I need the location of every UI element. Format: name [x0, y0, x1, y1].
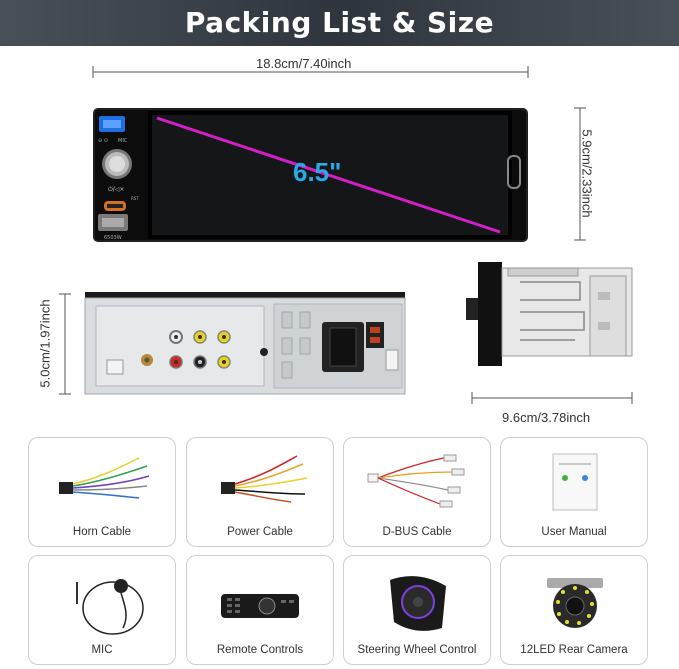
- accessory-label: Steering Wheel Control: [357, 644, 477, 656]
- svg-text:⊖ ⊙: ⊖ ⊙: [98, 138, 108, 144]
- header-banner: [0, 0, 679, 46]
- accessory-label: MIC: [91, 644, 113, 656]
- head-unit-side: [466, 262, 633, 366]
- accessory-card-remote-controls: Remote Controls: [186, 555, 334, 665]
- front-height-dimension-line: [574, 107, 586, 241]
- head-unit-back: [84, 292, 406, 395]
- horn-cable-icon: [59, 457, 150, 499]
- accessory-label: Horn Cable: [72, 526, 132, 538]
- accessory-card-user-manual: User Manual: [500, 437, 648, 547]
- accessory-card-horn-cable: Horn Cable: [28, 437, 176, 547]
- depth-label: 9.6cm/3.78inch: [502, 410, 591, 425]
- page-title: Packing List & Size: [184, 6, 495, 39]
- accessory-label: D-BUS Cable: [382, 526, 452, 538]
- svg-text:MIC: MIC: [118, 138, 128, 144]
- back-height-dimension-line: [59, 293, 71, 395]
- mic-icon: [76, 579, 144, 635]
- width-dimension-line: [92, 66, 529, 78]
- accessory-label: 12LED Rear Camera: [520, 644, 628, 656]
- accessory-card-power-cable: Power Cable: [186, 437, 334, 547]
- svg-text:RST: RST: [131, 196, 139, 201]
- accessory-label: User Manual: [541, 526, 607, 538]
- screen-size-label: 6.5": [293, 157, 341, 187]
- remote-control-icon: [221, 594, 299, 618]
- accessory-card-steering-wheel-control: Steering Wheel Control: [343, 555, 491, 665]
- svg-text:⏻/◁×: ⏻/◁×: [108, 186, 124, 193]
- rear-camera-icon: [547, 578, 603, 628]
- accessory-card-mic: MIC: [28, 555, 176, 665]
- svg-text:6503W: 6503W: [104, 235, 122, 241]
- accessory-card-rear-camera: 12LED Rear Camera: [500, 555, 648, 665]
- accessory-label: Power Cable: [227, 526, 293, 538]
- accessory-label: Remote Controls: [216, 644, 304, 656]
- width-label: 18.8cm/7.40inch: [256, 56, 352, 71]
- user-manual-icon: [552, 453, 598, 511]
- steering-wheel-control-icon: [390, 576, 446, 631]
- dbus-cable-icon: [367, 454, 465, 508]
- power-cable-icon: [221, 455, 308, 503]
- accessory-card-dbus-cable: D-BUS Cable: [343, 437, 491, 547]
- head-unit-front: 6.5" ⊖ ⊙ MIC ⏻/◁× RST 6503W: [93, 108, 528, 242]
- depth-dimension-line: [471, 392, 633, 404]
